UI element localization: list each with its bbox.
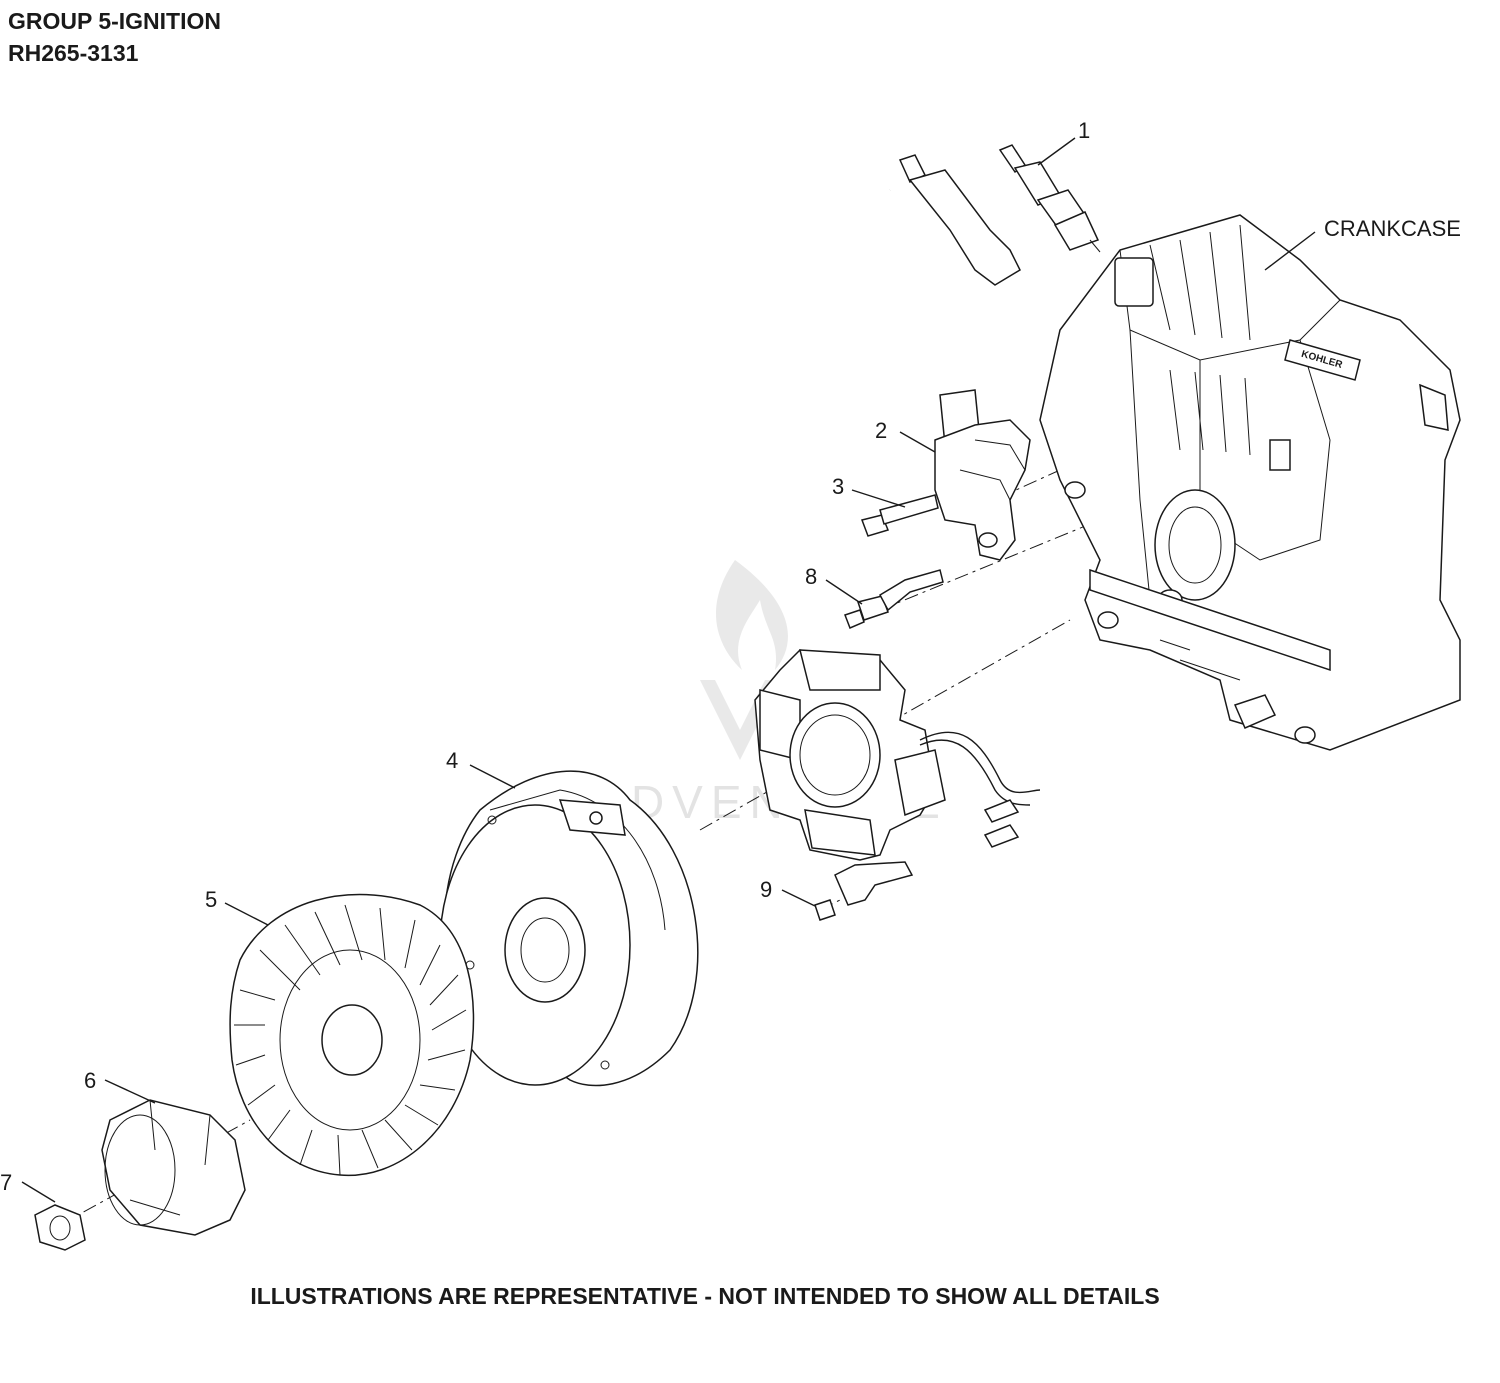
callout-7: 7 <box>0 1170 12 1195</box>
crankcase-tab <box>1114 257 1154 307</box>
callout-crankcase: CRANKCASE <box>1324 216 1461 241</box>
disclaimer-note: ILLUSTRATIONS ARE REPRESENTATIVE - NOT I… <box>250 1283 1160 1309</box>
callout-4: 4 <box>446 748 458 773</box>
kohler-label: KOHLER <box>1284 339 1361 381</box>
fan <box>229 893 475 1177</box>
flywheel-nut <box>34 1204 86 1251</box>
model-number: RH265-3131 <box>8 40 139 66</box>
callout-5: 5 <box>205 887 217 912</box>
crankcase: KOHLER <box>1039 214 1461 751</box>
spark-plug <box>998 144 1101 253</box>
callout-labels: 1 2 3 4 5 6 7 8 9 CRANKCASE <box>0 118 1461 1195</box>
fan-cup <box>101 1099 246 1236</box>
callout-9: 9 <box>760 877 772 902</box>
stator-nut <box>814 861 914 921</box>
callout-6: 6 <box>84 1068 96 1093</box>
callout-leaders <box>21 137 1316 1203</box>
group-title: GROUP 5-IGNITION <box>8 8 221 34</box>
plug-boot <box>908 169 1021 286</box>
callout-3: 3 <box>832 474 844 499</box>
ignition-module <box>846 154 1031 561</box>
callout-8: 8 <box>805 564 817 589</box>
stator-stud <box>844 569 944 629</box>
callout-1: 1 <box>1078 118 1090 143</box>
crankshaft-bore <box>1154 489 1236 601</box>
module-screw <box>861 494 939 537</box>
stator <box>754 649 1041 861</box>
flywheel <box>439 770 699 1087</box>
callout-2: 2 <box>875 418 887 443</box>
